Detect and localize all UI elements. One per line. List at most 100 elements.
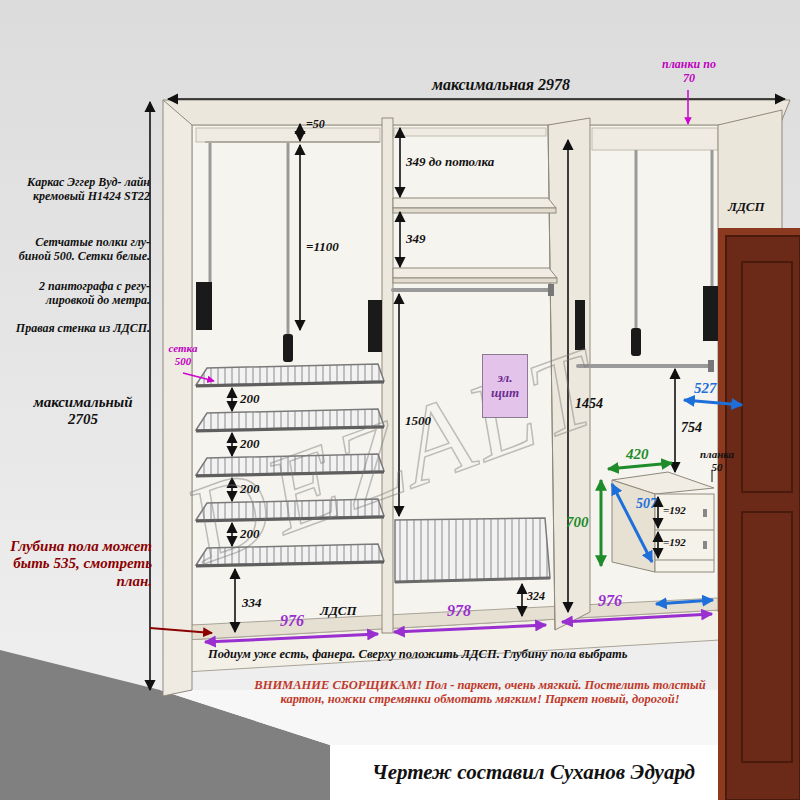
- illustration-part: [718, 228, 800, 800]
- illustration-part: [196, 364, 384, 565]
- illustration-part: [299, 124, 301, 141]
- caption: Чертеж составил Суханов Эдуард: [372, 760, 695, 785]
- illustration-part: [209, 142, 212, 290]
- dimension-label: 700: [566, 514, 589, 531]
- material-label: ЛДСП: [728, 200, 765, 215]
- illustration-part: [399, 212, 401, 267]
- note-label: планка 50: [694, 448, 740, 473]
- dimension-label: =192: [663, 504, 686, 517]
- dimension-label: =1100: [306, 240, 339, 255]
- illustration-part: [612, 480, 655, 572]
- illustration-part: [205, 141, 380, 143]
- illustration-part: [196, 382, 384, 566]
- note-label: Подиум уже есть, фанера. Сверху положить…: [208, 647, 628, 661]
- dimension-label: 754: [681, 420, 702, 436]
- illustration-part: [150, 99, 785, 690]
- illustration-part: [687, 90, 689, 124]
- warning-note: ВНИМАНИЕ СБОРЩИКАМ! Пол - паркет, очень …: [240, 678, 720, 707]
- illustration-part: [703, 541, 707, 549]
- dimension-label: =192: [663, 536, 686, 549]
- illustration-part: [394, 625, 546, 632]
- illustration-part: [394, 128, 546, 136]
- illustration-part: [684, 400, 742, 405]
- dimension-label: 324: [527, 590, 545, 604]
- illustration-part: [196, 128, 380, 142]
- illustration-part: [521, 584, 523, 616]
- dimension-label: 349: [406, 232, 426, 247]
- illustration-part: [231, 433, 233, 456]
- illustration-part: [163, 100, 790, 125]
- illustration-part: [726, 236, 800, 800]
- illustration-part: [196, 364, 384, 385]
- illustration-part: [657, 497, 659, 528]
- illustration-part: [192, 125, 722, 625]
- illustration-part: [163, 100, 192, 696]
- illustration-part: [742, 262, 792, 492]
- panel-label: эл. щит: [487, 371, 523, 401]
- illustration-part: [562, 614, 712, 622]
- dimension-label: 200: [240, 392, 260, 407]
- illustration-part: [655, 494, 714, 572]
- material-label: ЛДСП: [320, 604, 357, 619]
- illustration-part: [231, 478, 233, 501]
- illustration-part: [567, 140, 569, 612]
- illustration-part: [234, 569, 236, 632]
- illustration-part: [196, 544, 384, 565]
- illustration-part: [711, 150, 714, 290]
- dimension-label: максимальный 2705: [22, 394, 144, 429]
- dimension-label: =50: [306, 118, 325, 132]
- illustration-part: [631, 328, 641, 356]
- illustration-part: [612, 400, 742, 604]
- illustration-part: [575, 300, 585, 350]
- illustration-part: [395, 518, 550, 582]
- dimension-label: 507: [636, 496, 657, 512]
- illustration-part: [368, 300, 382, 352]
- illustration-part: [612, 484, 652, 562]
- illustration-part: [196, 427, 384, 431]
- illustration-part: [656, 600, 713, 604]
- illustration-part: [657, 532, 659, 558]
- illustration-part: [393, 198, 556, 208]
- dimension-label: 200: [240, 482, 260, 497]
- illustration-part: [231, 523, 233, 546]
- illustration-part: [283, 334, 293, 362]
- illustration-part: [183, 373, 214, 381]
- illustration-part: [742, 512, 792, 762]
- illustration-part: [601, 463, 672, 566]
- illustration-part: [393, 288, 552, 292]
- illustration-part: [287, 142, 290, 336]
- note-label: 2 пантографа с регу- лировкой до метра.: [4, 280, 150, 308]
- note-label: сетка 500: [166, 342, 200, 367]
- illustration-part: [393, 268, 557, 278]
- dimension-label: 976: [280, 612, 304, 630]
- note-label: Каркас Эггер Вуд- лайн кремовый H1424 ST…: [4, 176, 150, 204]
- note-label: Сетчатые полки глу- биной 500. Сетки бел…: [4, 236, 150, 264]
- illustration-part: [205, 634, 378, 642]
- illustration-part: [548, 118, 590, 630]
- illustration-part: [168, 98, 785, 100]
- dimension-label: 200: [240, 437, 260, 452]
- illustration-part: [578, 364, 712, 368]
- illustration-part: [196, 382, 384, 386]
- illustration-part: [0, 0, 800, 700]
- note-label: планки по 70: [660, 58, 718, 86]
- illustration-part: [395, 578, 550, 582]
- illustration-part: [655, 560, 714, 561]
- illustration-part: [196, 562, 384, 566]
- illustration-part: [655, 530, 714, 531]
- illustration-part: [592, 128, 718, 150]
- illustration-part: [600, 480, 603, 566]
- dimension-label: 527: [694, 380, 717, 397]
- illustration-part: [196, 499, 384, 520]
- illustration-part: [398, 294, 400, 516]
- illustration-part: [608, 463, 672, 469]
- illustration-part: [196, 454, 384, 475]
- dimension-label: 349 до потолка: [406, 155, 494, 170]
- illustration-part: [196, 282, 212, 330]
- panel-box: эл. щит: [482, 354, 528, 418]
- dimension-label: 200: [240, 527, 260, 542]
- dimension-label: 976: [598, 592, 622, 610]
- illustration-part: [635, 150, 638, 330]
- illustration-part: [185, 598, 720, 640]
